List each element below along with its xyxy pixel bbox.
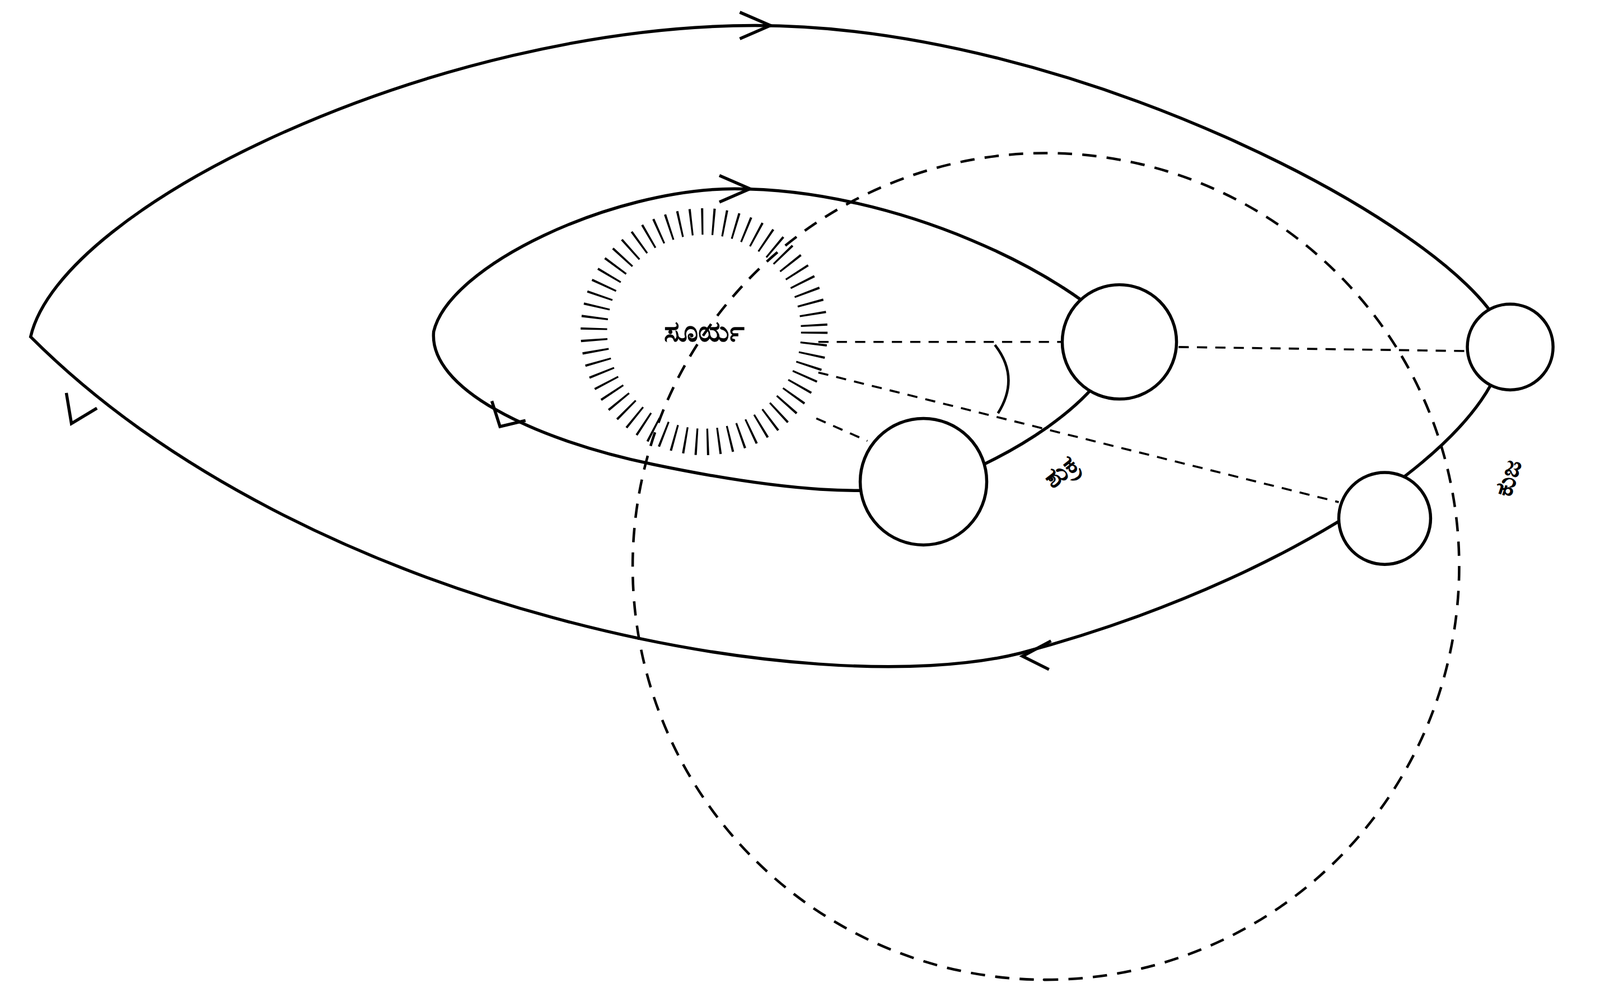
sun-circle: ಸೂರ್ಯ xyxy=(612,239,797,424)
orbit-arrows xyxy=(66,12,1051,670)
angle-arc xyxy=(994,344,1009,414)
planet-name: ಕುಜ xyxy=(1489,455,1528,500)
sun-label: ಸೂರ್ಯ xyxy=(663,315,745,348)
planets xyxy=(860,284,1554,565)
sun-rays xyxy=(593,221,815,443)
planet-name: ಶುಕ್ರ xyxy=(1038,449,1084,494)
inner-orbit xyxy=(433,188,1123,491)
outer-orbit xyxy=(30,25,1504,667)
